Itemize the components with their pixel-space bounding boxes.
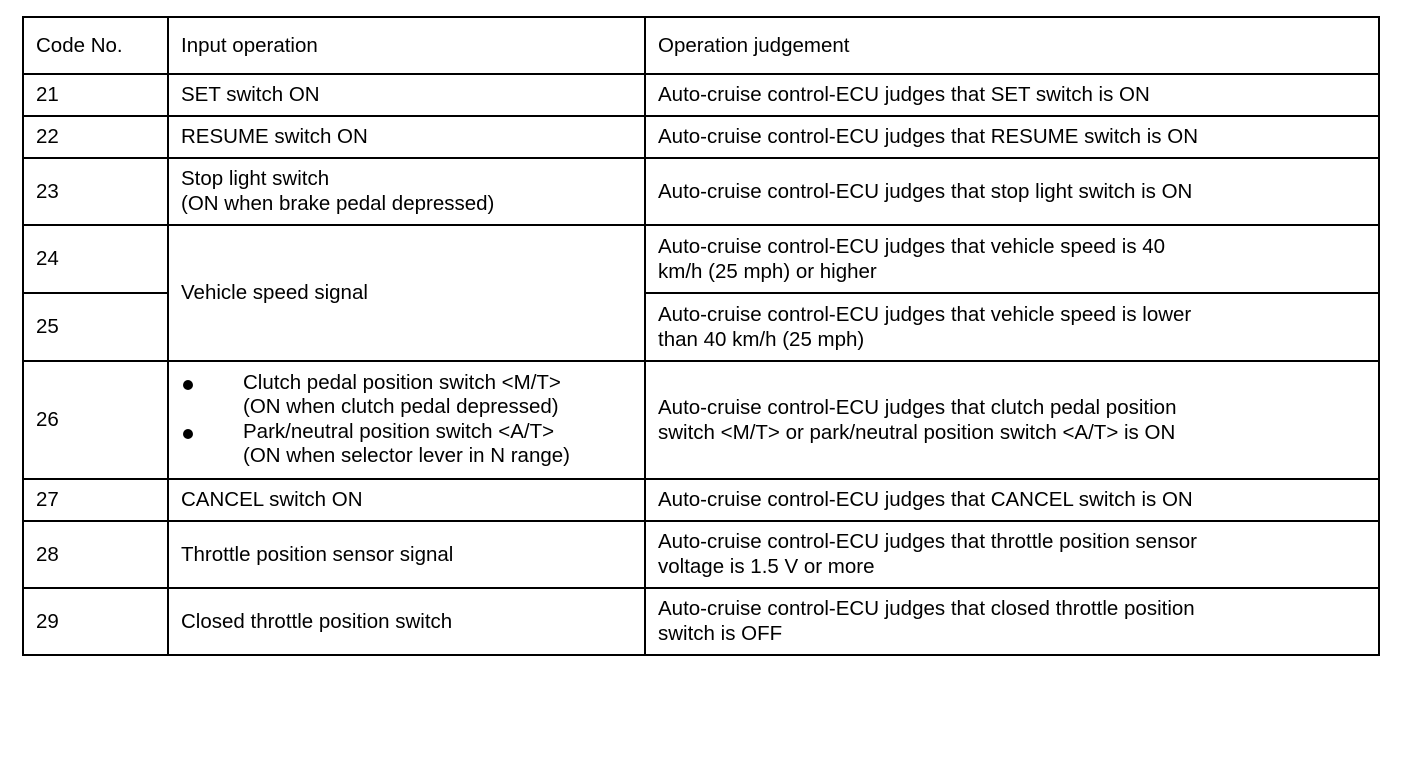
cell-input-operation: Closed throttle position switch bbox=[167, 587, 646, 656]
judgement-line: Auto-cruise control-ECU judges that vehi… bbox=[658, 234, 1166, 258]
bullet-dot-icon bbox=[183, 429, 193, 439]
cell-input-operation: Clutch pedal position switch <M/T> (ON w… bbox=[167, 360, 646, 480]
judgement-line: than 40 km/h (25 mph) bbox=[658, 327, 865, 351]
judgement-line: Auto-cruise control-ECU judges that vehi… bbox=[658, 302, 1192, 326]
cell-code-no: 28 bbox=[22, 520, 169, 589]
input-line: (ON when brake pedal depressed) bbox=[181, 192, 495, 215]
cell-code-no: 23 bbox=[22, 157, 169, 226]
judgement-line: switch <M/T> or park/neutral position sw… bbox=[658, 420, 1176, 444]
judgement-line: Auto-cruise control-ECU judges that clut… bbox=[658, 395, 1177, 419]
cell-code-no: 26 bbox=[22, 360, 169, 480]
input-line: CANCEL switch ON bbox=[181, 488, 363, 511]
judgement-line: km/h (25 mph) or higher bbox=[658, 259, 877, 283]
cell-code-no: 24 bbox=[22, 224, 169, 294]
input-line: Closed throttle position switch bbox=[181, 609, 453, 633]
input-line: SET switch ON bbox=[181, 83, 320, 106]
diagnostic-code-table: Code No. Input operation Operation judge… bbox=[22, 16, 1380, 656]
list-item: Park/neutral position switch <A/T> (ON w… bbox=[181, 420, 632, 468]
judgement-line: Auto-cruise control-ECU judges that RESU… bbox=[658, 125, 1199, 148]
input-line: Stop light switch bbox=[181, 167, 330, 190]
table-body: 21 SET switch ON Auto-cruise control-ECU… bbox=[22, 73, 1380, 656]
cell-input-operation: SET switch ON bbox=[167, 73, 646, 117]
cell-input-operation: CANCEL switch ON bbox=[167, 478, 646, 522]
cell-operation-judgement: Auto-cruise control-ECU judges that stop… bbox=[644, 157, 1380, 226]
judgement-line: Auto-cruise control-ECU judges that clos… bbox=[658, 597, 1195, 620]
table-header: Code No. Input operation Operation judge… bbox=[22, 16, 1380, 75]
list-item: Clutch pedal position switch <M/T> (ON w… bbox=[181, 371, 632, 419]
cell-operation-judgement: Auto-cruise control-ECU judges that CANC… bbox=[644, 478, 1380, 522]
cell-input-operation: Throttle position sensor signal bbox=[167, 520, 646, 589]
bullet-list: Clutch pedal position switch <M/T> (ON w… bbox=[181, 371, 632, 469]
cell-input-operation: RESUME switch ON bbox=[167, 115, 646, 159]
table-row: 29 Closed throttle position switch Auto-… bbox=[22, 587, 1380, 656]
table-row: 21 SET switch ON Auto-cruise control-ECU… bbox=[22, 73, 1380, 117]
cell-code-no: 21 bbox=[22, 73, 169, 117]
column-header-operation-judgement: Operation judgement bbox=[644, 16, 1380, 75]
column-header-input-operation: Input operation bbox=[167, 16, 646, 75]
bullet-main-text: Park/neutral position switch <A/T> bbox=[243, 420, 555, 443]
input-line: RESUME switch ON bbox=[181, 125, 368, 148]
cell-code-no: 27 bbox=[22, 478, 169, 522]
bullet-sub-text: (ON when clutch pedal depressed) bbox=[243, 394, 559, 418]
input-line: Throttle position sensor signal bbox=[181, 542, 454, 566]
judgement-line: Auto-cruise control-ECU judges that stop… bbox=[658, 179, 1193, 203]
table-row: 27 CANCEL switch ON Auto-cruise control-… bbox=[22, 478, 1380, 522]
cell-operation-judgement: Auto-cruise control-ECU judges that RESU… bbox=[644, 115, 1380, 159]
bullet-sub-text: (ON when selector lever in N range) bbox=[243, 444, 570, 468]
input-line: Vehicle speed signal bbox=[181, 281, 368, 304]
cell-operation-judgement: Auto-cruise control-ECU judges that clos… bbox=[644, 587, 1380, 656]
cell-operation-judgement: Auto-cruise control-ECU judges that vehi… bbox=[644, 224, 1380, 294]
table-row: 26 Clutch pedal position switch <M/T> (O… bbox=[22, 360, 1380, 480]
cell-operation-judgement: Auto-cruise control-ECU judges that SET … bbox=[644, 73, 1380, 117]
bullet-main-text: Clutch pedal position switch <M/T> bbox=[243, 370, 561, 394]
cell-operation-judgement: Auto-cruise control-ECU judges that vehi… bbox=[644, 292, 1380, 362]
cell-code-no: 25 bbox=[22, 292, 169, 362]
table-header-row: Code No. Input operation Operation judge… bbox=[22, 16, 1380, 75]
table-row: 24 Vehicle speed signal Auto-cruise cont… bbox=[22, 224, 1380, 362]
judgement-line: Auto-cruise control-ECU judges that thro… bbox=[658, 530, 1197, 553]
judgement-line: Auto-cruise control-ECU judges that CANC… bbox=[658, 488, 1193, 511]
cell-code-no: 22 bbox=[22, 115, 169, 159]
table-row: 22 RESUME switch ON Auto-cruise control-… bbox=[22, 115, 1380, 159]
cell-input-operation: Stop light switch (ON when brake pedal d… bbox=[167, 157, 646, 226]
judgement-line: switch is OFF bbox=[658, 622, 783, 645]
cell-input-operation: Vehicle speed signal bbox=[167, 224, 646, 362]
table-row: 25 Auto-cruise control-ECU judges that v… bbox=[22, 292, 1380, 362]
cell-operation-judgement: Auto-cruise control-ECU judges that thro… bbox=[644, 520, 1380, 589]
judgement-line: voltage is 1.5 V or more bbox=[658, 555, 875, 578]
bullet-dot-icon bbox=[183, 379, 193, 390]
table-row: 23 Stop light switch (ON when brake peda… bbox=[22, 157, 1380, 226]
table-row: 28 Throttle position sensor signal Auto-… bbox=[22, 520, 1380, 589]
judgement-line: Auto-cruise control-ECU judges that SET … bbox=[658, 83, 1150, 106]
cell-operation-judgement: Auto-cruise control-ECU judges that clut… bbox=[644, 360, 1380, 480]
column-header-code-no: Code No. bbox=[22, 16, 169, 75]
cell-code-no: 29 bbox=[22, 587, 169, 656]
